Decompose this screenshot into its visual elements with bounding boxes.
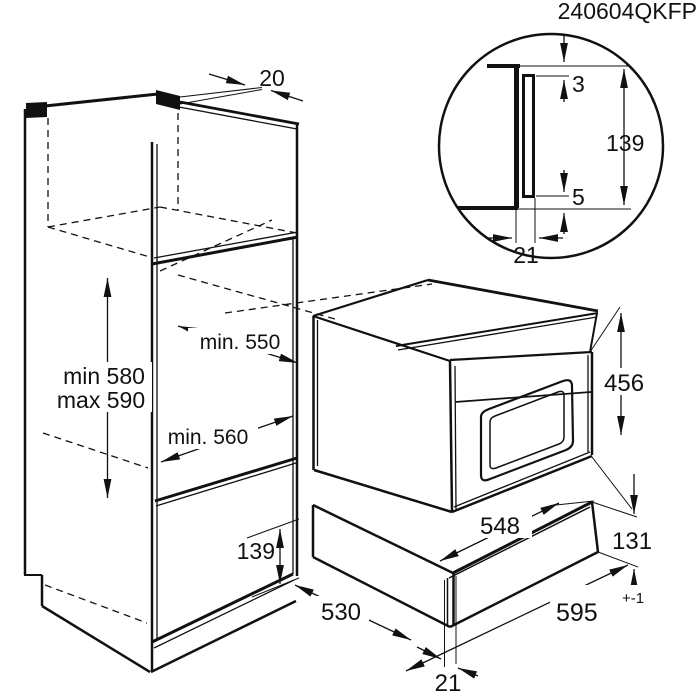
dim-label-oven-height: 456 — [604, 370, 644, 397]
dim-drawer-height: 131 — [591, 474, 652, 591]
door-window-inner — [489, 390, 565, 470]
dim-label-door-depth: 21 — [513, 242, 539, 268]
dim-label-niche-height-max: max 590 — [57, 387, 145, 413]
dim-drawer-front-gap: 21 — [416, 576, 479, 697]
dim-niche-depth: min. 550 — [177, 325, 299, 364]
dim-door-height-detail: 139 — [606, 69, 644, 205]
dim-label-top-thickness: 20 — [259, 65, 285, 91]
drawing-code: 240604QKFP — [558, 0, 697, 24]
dim-label-drawer-width: 595 — [556, 599, 598, 627]
dim-label-niche-depth: min. 550 — [200, 331, 281, 354]
detail-circle: 3 139 5 21 — [437, 32, 665, 268]
built-in-oven — [312, 278, 599, 514]
dim-oven-height: 456 — [589, 306, 657, 510]
dim-label-drawer-front-gap: 21 — [435, 670, 462, 697]
dim-label-drawer-width-tolerance: +-1 — [622, 590, 644, 607]
dim-drawer-width: 595 +-1 — [405, 564, 656, 672]
dim-label-gap-top: 3 — [572, 71, 585, 97]
dim-label-drawer-height: 131 — [612, 528, 652, 555]
dim-recess-depth: 530 — [294, 584, 412, 641]
dim-niche-height: min 580 max 590 — [52, 278, 152, 498]
top-front-corner-cap — [156, 90, 180, 110]
dim-door-depth: 21 — [488, 234, 563, 268]
dim-label-floor-depth: min. 560 — [168, 426, 249, 449]
dim-panel-height: 139 — [237, 518, 300, 598]
top-back-corner-cap — [26, 102, 47, 118]
dim-label-door-height: 139 — [606, 130, 644, 156]
dim-label-oven-depth: 548 — [480, 513, 520, 540]
control-panel-top-edge — [449, 350, 593, 362]
door-panel-section — [522, 74, 535, 198]
dim-label-recess-depth: 530 — [321, 599, 361, 626]
dim-oven-depth: 548 — [439, 500, 595, 562]
dim-floor-depth: min. 560 — [158, 415, 294, 463]
door-window-outer — [479, 379, 575, 482]
dim-label-niche-height-min: min 580 — [63, 363, 145, 389]
dim-label-panel-height: 139 — [237, 538, 275, 564]
detail-circle-outline — [437, 32, 665, 260]
dim-top-thickness: 20 — [179, 65, 304, 105]
dim-label-gap-bottom: 5 — [572, 184, 585, 210]
dim-door-gap-bottom: 5 — [560, 170, 585, 234]
dim-door-gap-top: 3 — [560, 36, 585, 102]
